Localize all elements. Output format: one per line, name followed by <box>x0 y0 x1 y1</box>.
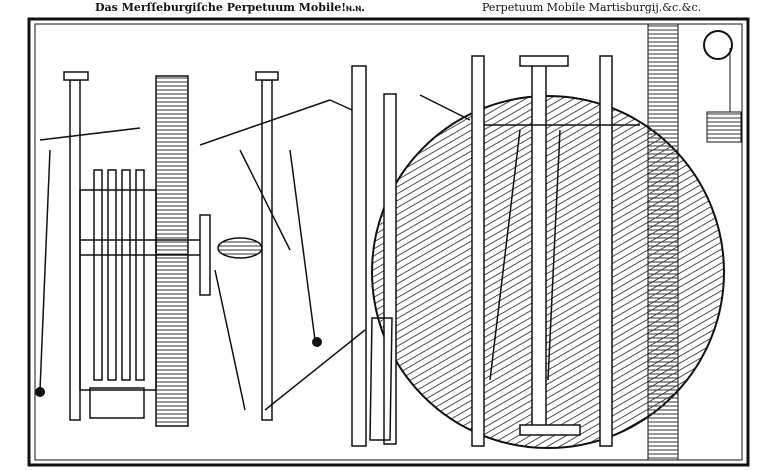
weight <box>706 111 742 143</box>
frame-border <box>27 17 750 467</box>
left-caption: Das Merſſeburgiſche Perpetuum Mobile!ⲛ.ⲛ… <box>95 1 365 14</box>
large-wheel <box>371 95 725 449</box>
pulley <box>703 30 733 60</box>
right-caption: Perpetuum Mobile Martisburgij.&c.&c. <box>482 1 702 14</box>
tower <box>647 23 679 461</box>
